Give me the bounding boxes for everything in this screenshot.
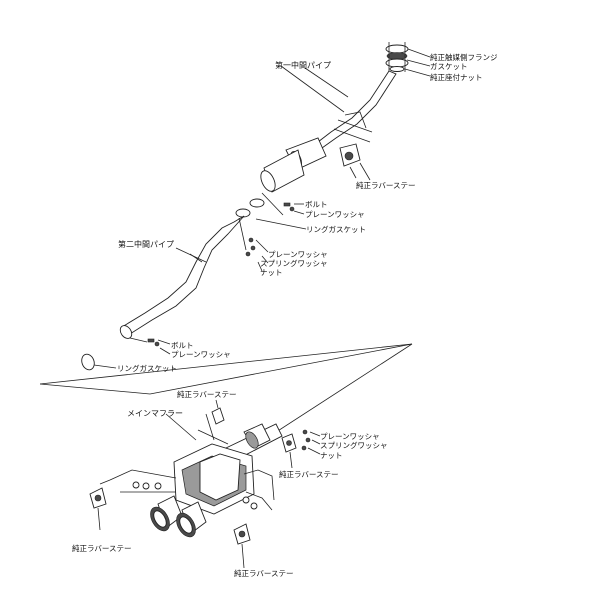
- label-rubber-stay-muffler-top: 純正ラバーステー: [177, 390, 237, 399]
- label-plain-washer-4: プレーンワッシャ: [320, 432, 380, 441]
- catalyst-flange-stack: [385, 42, 431, 77]
- bolt-group-3: [129, 337, 171, 355]
- label-plain-washer-2: プレーンワッシャ: [268, 250, 328, 259]
- washer-group-2: [245, 237, 269, 272]
- label-rubber-stay-bottom: 純正ラバーステー: [234, 569, 294, 578]
- label-spring-washer-4: スプリングワッシャ: [320, 441, 388, 450]
- label-plain-washer-3: プレーンワッシャ: [171, 350, 231, 359]
- second-intermediate-pipe: [119, 215, 247, 339]
- label-ring-gasket-1: リングガスケット: [306, 225, 366, 234]
- label-first-pipe: 第一中間パイプ: [275, 61, 331, 70]
- label-bolt-3: ボルト: [171, 341, 194, 350]
- label-second-pipe: 第二中間パイプ: [118, 240, 174, 249]
- label-flange: 純正触媒側フランジ: [430, 53, 498, 62]
- label-nut-top: 純正座付ナット: [430, 73, 483, 82]
- label-rubber-stay-right: 純正ラバーステー: [279, 470, 339, 479]
- label-gasket-top: ガスケット: [430, 62, 468, 71]
- label-ring-gasket-3: リングガスケット: [117, 364, 177, 373]
- main-muffler-assembly: [99, 413, 283, 538]
- leader-lines: [165, 65, 371, 441]
- label-rubber-stay-top: 純正ラバーステー: [356, 181, 416, 190]
- rubber-stays-muffler: [89, 399, 321, 569]
- ring-gasket-3: [81, 353, 117, 371]
- label-nut-4: ナット: [320, 451, 343, 460]
- rubber-stay-top: [339, 143, 361, 179]
- label-rubber-stay-left: 純正ラバーステー: [72, 544, 132, 553]
- label-bolt-1: ボルト: [305, 200, 328, 209]
- label-plain-washer-1: プレーンワッシャ: [305, 210, 365, 219]
- first-intermediate-pipe: [260, 67, 397, 193]
- label-main-muffler: メインマフラー: [127, 409, 183, 418]
- label-nut-2: ナット: [260, 268, 283, 277]
- bolt-washer-group-1: [235, 192, 307, 230]
- label-spring-washer-2: スプリングワッシャ: [260, 259, 328, 268]
